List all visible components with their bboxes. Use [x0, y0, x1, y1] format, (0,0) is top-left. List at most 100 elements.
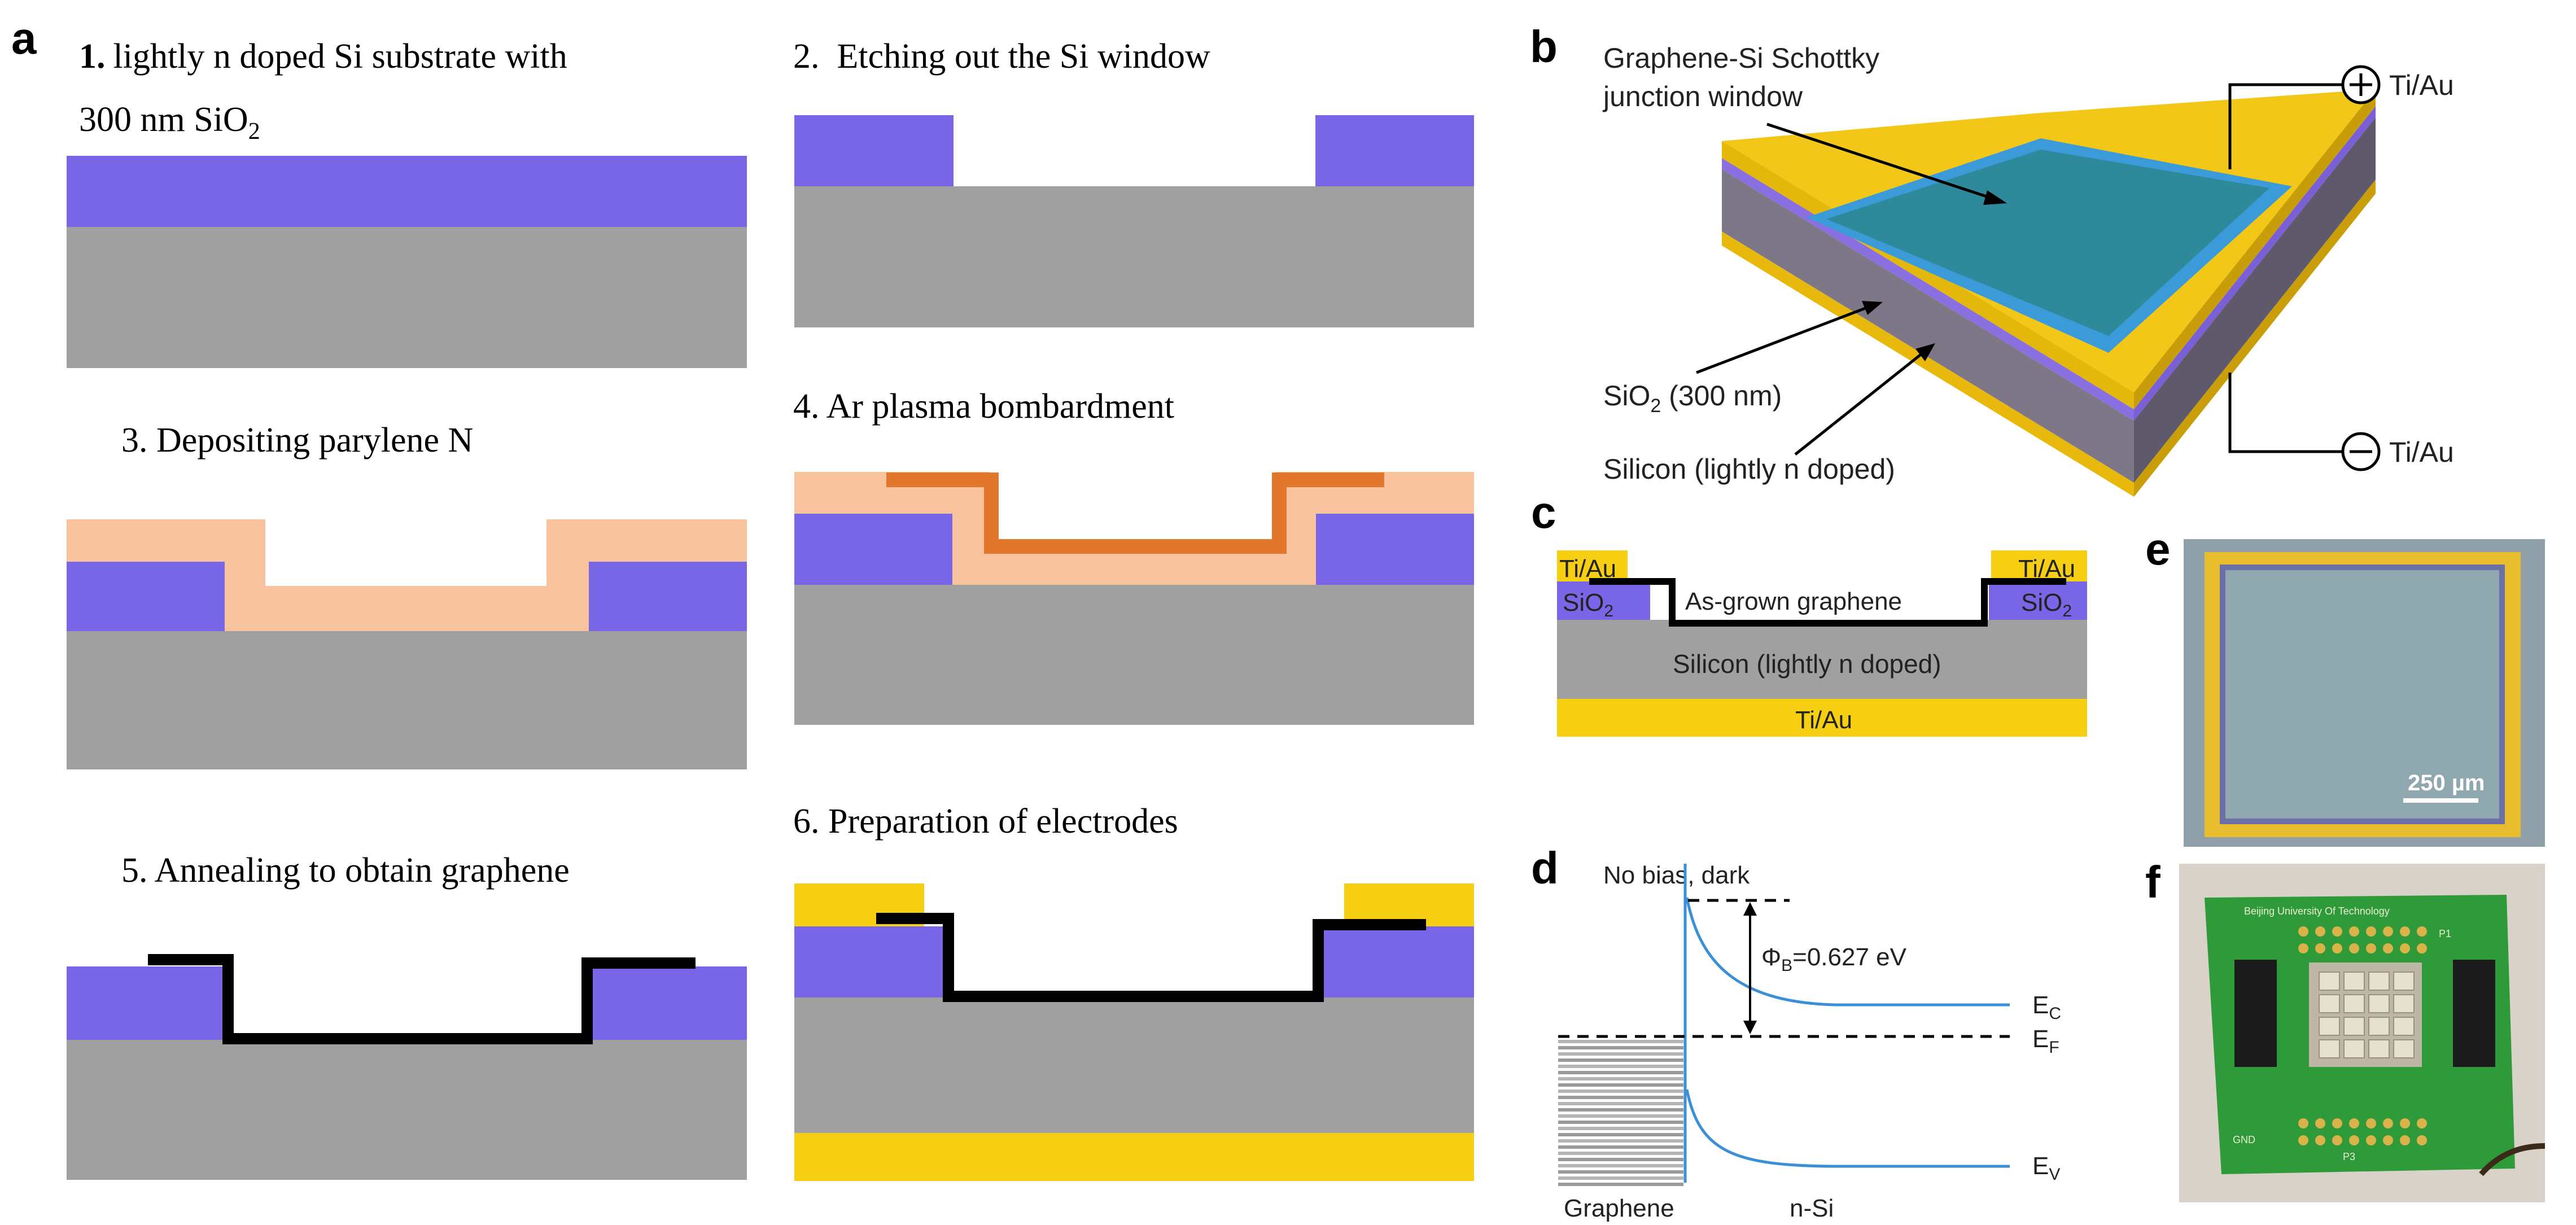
panel-c-letter: c	[1531, 487, 1556, 537]
f-pin	[2315, 943, 2325, 953]
panel-e-letter: e	[2145, 524, 2171, 574]
d-graphene-bands	[1558, 1040, 1683, 1186]
step-6-si-substrate	[794, 998, 1474, 1133]
d-graphene-band	[1558, 1096, 1683, 1099]
d-graphene-band	[1558, 1102, 1683, 1105]
f-pin	[2400, 926, 2410, 937]
c-tiau-right-label: Ti/Au	[2018, 555, 2075, 583]
f-pin	[2400, 1135, 2410, 1145]
b-sio2-arrowhead	[1862, 301, 1883, 315]
c-silicon	[1557, 620, 2087, 699]
f-gnd-label: GND	[2233, 1134, 2255, 1145]
d-graphene-band	[1558, 1183, 1683, 1186]
b-sio2-rest: (300 nm)	[1661, 380, 1782, 412]
c-sio2-left-label: SiO2	[1563, 589, 1613, 620]
f-pin	[2366, 1135, 2376, 1145]
f-pin	[2298, 943, 2308, 953]
b-top-electrode-right-face	[2134, 89, 2376, 409]
f-p1-label: P1	[2439, 928, 2451, 939]
step-2-caption: 2. Etching out the Si window	[793, 37, 1210, 76]
f-chip-cell	[2319, 1017, 2340, 1036]
b-junction-label-1: Graphene-Si Schottky	[1603, 42, 1879, 74]
panel-a: a 1.lightly n doped Si substrate with 30…	[11, 13, 1474, 1181]
d-graphene-band	[1558, 1176, 1683, 1180]
b-top-electrode-left-face	[1722, 141, 2134, 409]
d-graphene-band	[1558, 1114, 1683, 1118]
f-pin	[2417, 1118, 2427, 1128]
d-barrier-arrow-bottom	[1743, 1021, 1757, 1034]
f-pin	[2298, 1135, 2308, 1145]
f-pin	[2332, 926, 2342, 937]
c-sio2-right-label: SiO2	[2021, 589, 2072, 620]
f-chip-cell	[2368, 1039, 2390, 1058]
f-pin	[2349, 1118, 2359, 1128]
step-1-caption-line2: 300 nm SiO2	[79, 100, 260, 145]
f-pin	[2349, 1135, 2359, 1145]
f-chip-cell	[2393, 1017, 2415, 1036]
b-silicon-label: Silicon (lightly n doped)	[1603, 453, 1895, 485]
step-1-sio2-layer	[67, 156, 747, 227]
step-3-parylene-layer	[67, 519, 747, 631]
d-graphene-band	[1558, 1133, 1683, 1136]
f-pin	[2366, 1118, 2376, 1128]
f-chip-cell	[2319, 972, 2340, 991]
f-pin	[2298, 926, 2308, 937]
d-graphene-band	[1558, 1058, 1683, 1062]
step-3-sio2-right	[589, 562, 747, 631]
f-cable	[2479, 1143, 2546, 1176]
f-board-title: Beijing University Of Technology	[2244, 905, 2390, 917]
b-plus-label: Ti/Au	[2389, 69, 2454, 101]
panel-b-letter: b	[1530, 21, 1558, 72]
b-sio2-right-face	[2134, 106, 2376, 421]
f-pin	[2315, 1118, 2325, 1128]
panel-e: e 250 µm	[2145, 524, 2545, 847]
b-sio2-sub: 2	[1650, 395, 1661, 417]
b-sio2-arrow	[1696, 303, 1875, 374]
c-silicon-label: Silicon (lightly n doped)	[1673, 649, 1941, 679]
f-chip-cell	[2343, 1017, 2365, 1036]
c-bottom-label: Ti/Au	[1795, 706, 1852, 734]
f-chip-cell	[2319, 994, 2340, 1013]
d-phi-sub: B	[1781, 956, 1792, 975]
f-pin	[2332, 1135, 2342, 1145]
c-graphene-label: As-grown graphene	[1685, 588, 1902, 615]
c-sio2-left	[1557, 581, 1650, 620]
f-pin	[2417, 926, 2427, 937]
step-1-si-substrate	[67, 227, 747, 368]
step-1-caption: 1.lightly n doped Si substrate with	[79, 37, 567, 76]
step-1-sio2: 300 nm SiO	[79, 100, 248, 139]
f-pin	[2400, 1118, 2410, 1128]
step-5-sio2-left	[67, 966, 225, 1040]
d-ec-sub: C	[2049, 1004, 2061, 1023]
f-pin	[2349, 943, 2359, 953]
f-left-connector	[2234, 960, 2277, 1067]
d-graphene-band	[1558, 1164, 1683, 1167]
step-2-si-substrate	[794, 186, 1474, 327]
c-sio2-right-text: SiO	[2021, 589, 2062, 616]
b-silicon-arrow	[1794, 348, 1929, 456]
f-pin	[2383, 926, 2393, 937]
step-6-sio2-right	[1316, 926, 1474, 998]
d-graphene-label: Graphene	[1564, 1195, 1674, 1222]
step-2: 2. Etching out the Si window	[793, 37, 1474, 327]
b-silicon-left-face	[1722, 169, 2134, 483]
c-sio2-right	[1989, 581, 2087, 620]
panel-c: c Ti/Au Ti/Au As-grown graphene SiO2 SiO…	[1531, 487, 2087, 737]
f-pin	[2366, 926, 2376, 937]
b-silicon-right-face	[2134, 117, 2376, 483]
step-4-sio2-left	[794, 514, 952, 585]
d-graphene-band	[1558, 1071, 1683, 1074]
step-3-caption: 3. Depositing parylene N	[121, 421, 473, 460]
f-pin	[2383, 1118, 2393, 1128]
step-6: 6. Preparation of electrodes	[793, 802, 1474, 1181]
step-5-sio2-right	[589, 966, 747, 1040]
step-5: 5. Annealing to obtain graphene	[67, 851, 747, 1180]
f-chip-cell	[2368, 994, 2390, 1013]
step-4-sio2-right	[1316, 514, 1474, 585]
step-6-caption: 6. Preparation of electrodes	[793, 802, 1178, 841]
d-barrier-arrow-top	[1743, 902, 1757, 916]
step-3: 3. Depositing parylene N	[67, 421, 747, 769]
b-silicon-arrowhead	[1915, 343, 1935, 361]
f-pin	[2298, 1118, 2308, 1128]
